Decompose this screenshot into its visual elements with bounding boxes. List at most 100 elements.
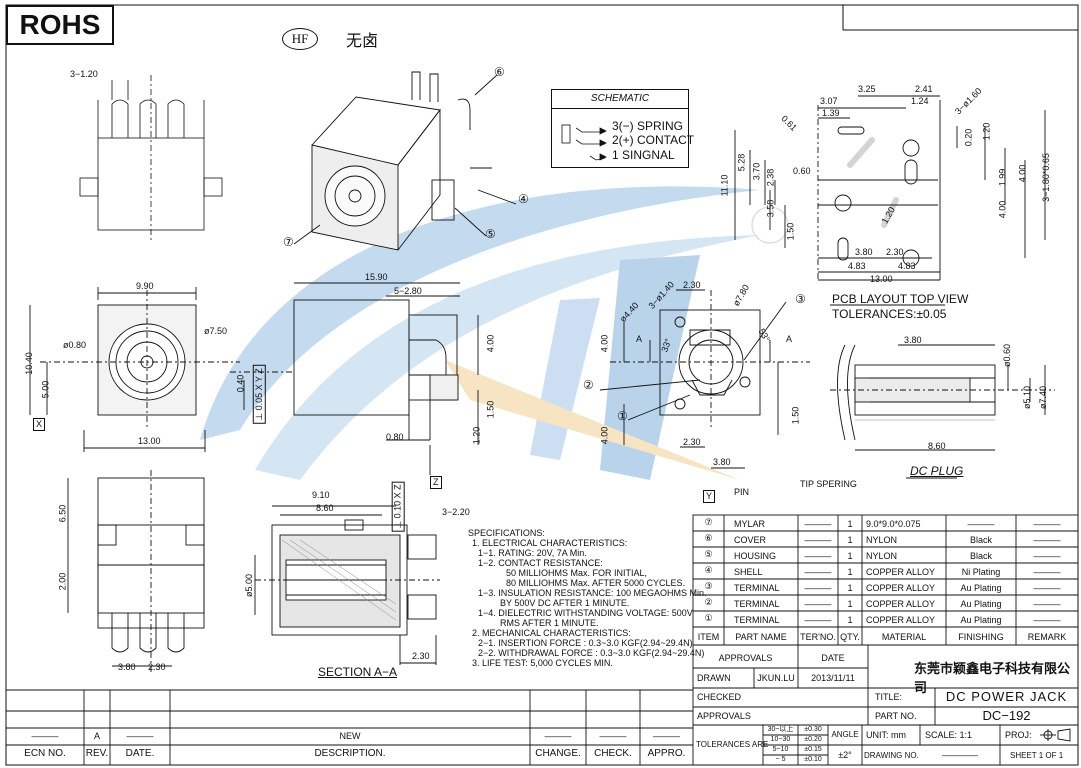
projection-label: PROJ: (1005, 730, 1032, 740)
date-header: DATE (821, 653, 845, 663)
rohs-badge: ROHS (6, 5, 114, 45)
dim-pcb-238: 2.38 (765, 168, 776, 187)
section-marker-a-left: A (636, 334, 643, 344)
pcb-layout-view (734, 95, 1046, 306)
partno-label: PART NO. (875, 711, 917, 721)
header-ecn: ECN NO. (24, 748, 66, 759)
spec-line: 1−1. RATING: 20V, 7A Min. (478, 548, 587, 558)
checked-label: CHECKED (697, 692, 742, 702)
drawn-by: JKUN.LU (757, 673, 795, 683)
dim-pcb-120a: 1.20 (981, 122, 992, 141)
dim-990: 9.90 (136, 281, 154, 291)
rev-ecn-value: ——— (31, 731, 59, 741)
dim-500: 5.00 (40, 380, 51, 399)
callout-7: ⑦ (283, 235, 294, 249)
dim-rear-400b: 4.00 (599, 426, 610, 445)
spec-line: SPECIFICATIONS: (468, 528, 545, 538)
dim-rear-400a: 4.00 (599, 334, 610, 353)
dim-5x280: 5−2.80 (394, 286, 422, 296)
header-rev: REV. (85, 748, 109, 759)
callout-4: ④ (518, 192, 529, 206)
dim-sec-860: 8.60 (316, 503, 334, 513)
spec-line: 2−2. WITHDRAWAL FORCE : 0.3~3.0 KGF(2.94… (478, 648, 705, 658)
dim-pcb-199: 1.99 (997, 168, 1008, 187)
rev-change: ——— (544, 731, 572, 741)
dim-plug-dia060: ø0.60 (1002, 343, 1013, 368)
header-check: CHECK. (594, 748, 632, 759)
title-value: DC POWER JACK (945, 689, 1068, 704)
dim-plug-dia740: ø7.40 (1038, 385, 1049, 410)
dim-pcb-139: 1.39 (822, 108, 840, 118)
callout-5: ⑤ (485, 227, 496, 241)
rev-check: ——— (599, 731, 627, 741)
dim-sec-dia500: ø5.00 (244, 573, 255, 598)
dim-dia080: ø0.80 (63, 340, 87, 350)
callout-1: ① (617, 409, 628, 423)
dim-rear-380: 3.80 (713, 457, 731, 467)
dim-bot-230: 2.30 (148, 662, 166, 672)
rev-letter: A (93, 731, 100, 741)
approvals-label: APPROVALS (697, 711, 751, 721)
spec-line: 2−1. INSERTION FORCE : 0.3~3.0 KGF(2.94~… (478, 638, 693, 648)
dim-pcb-400b: 4.00 (997, 200, 1008, 219)
dim-pcb-358: 3.58 (765, 199, 776, 218)
dim-plug-dia510: ø5.10 (1022, 385, 1033, 410)
dim-rear-230b: 2.30 (683, 437, 701, 447)
dim-pcb-1300: 13.00 (870, 274, 893, 284)
side-view (230, 282, 479, 475)
revision-grid (6, 689, 693, 765)
label-dc-plug: DC PLUG (910, 464, 964, 478)
dim-dia750: ø7.50 (204, 326, 228, 336)
schematic-pin-2: 2(+) CONTACT (612, 133, 695, 147)
dim-side-080: 0.80 (386, 432, 404, 442)
angle-value: ±2° (838, 750, 852, 760)
dim-pcb-124: 1.24 (911, 96, 929, 106)
dim-pcb-060: 0.60 (793, 166, 811, 176)
schematic-pin-3: 3(−) SPRING (612, 119, 684, 133)
unit-label: UNIT: mm (866, 730, 906, 740)
isometric-view (293, 71, 517, 251)
dim-sec-910: 9.10 (312, 490, 330, 500)
tolerances-label: TOLERANCES ARE (696, 740, 769, 749)
dim-pcb-020: 0.20 (963, 128, 974, 147)
partno-value: DC−192 (982, 708, 1031, 723)
dim-pcb-325: 3.25 (858, 84, 876, 94)
drawing-no-label: DRAWING NO. (864, 751, 919, 760)
spec-line: 50 MILLIOHMS Max. FOR INITIAL, (506, 568, 648, 578)
bottom-view (67, 470, 205, 675)
dim-side-040: 0.40 (235, 374, 246, 393)
header-change: CHANGE. (535, 748, 581, 759)
label-tolerances: TOLERANCES:±0.05 (832, 307, 947, 321)
drawn-label: DRAWN (697, 673, 731, 683)
header-date: DATE. (125, 748, 155, 759)
spec-line: 1−2. CONTACT RESISTANCE: (478, 558, 603, 568)
dim-pcb-230: 2.30 (886, 247, 904, 257)
spec-line: 1−4. DIELECTRIC WITHSTANDING VOLTAGE: 50… (478, 608, 693, 618)
callout-3: ③ (795, 292, 806, 306)
schematic-box: SCHEMATIC (551, 89, 689, 168)
rev-date: ——— (126, 731, 154, 741)
dim-pcb-483b: 4.83 (898, 261, 916, 271)
section-marker-a-right: A (786, 334, 793, 344)
dim-pcb-483a: 4.83 (848, 261, 866, 271)
label-pcb-layout: PCB LAYOUT TOP VIEW (832, 292, 969, 306)
dim-pcb-380: 3.80 (855, 247, 873, 257)
rev-appro: ——— (653, 731, 680, 741)
rev-description: NEW (339, 731, 361, 741)
dim-pcb-370: 3.70 (751, 162, 762, 181)
end-view-top (79, 75, 223, 240)
bom-table-grid (692, 514, 1079, 646)
section-view (254, 505, 440, 665)
schematic-symbols (561, 124, 607, 161)
drawn-date: 2013/11/11 (811, 673, 855, 683)
dim-rear-150: 1.50 (790, 406, 801, 425)
scale-label: SCALE: 1:1 (925, 730, 973, 740)
title-block-grid (692, 644, 1079, 766)
approvals-header: APPROVALS (718, 653, 773, 663)
spec-line: RMS AFTER 1 MINUTE. (500, 618, 599, 628)
dim-3x120: 3−1.20 (70, 69, 98, 79)
title-label: TITLE: (875, 692, 903, 702)
label-pin: PIN (734, 487, 750, 497)
